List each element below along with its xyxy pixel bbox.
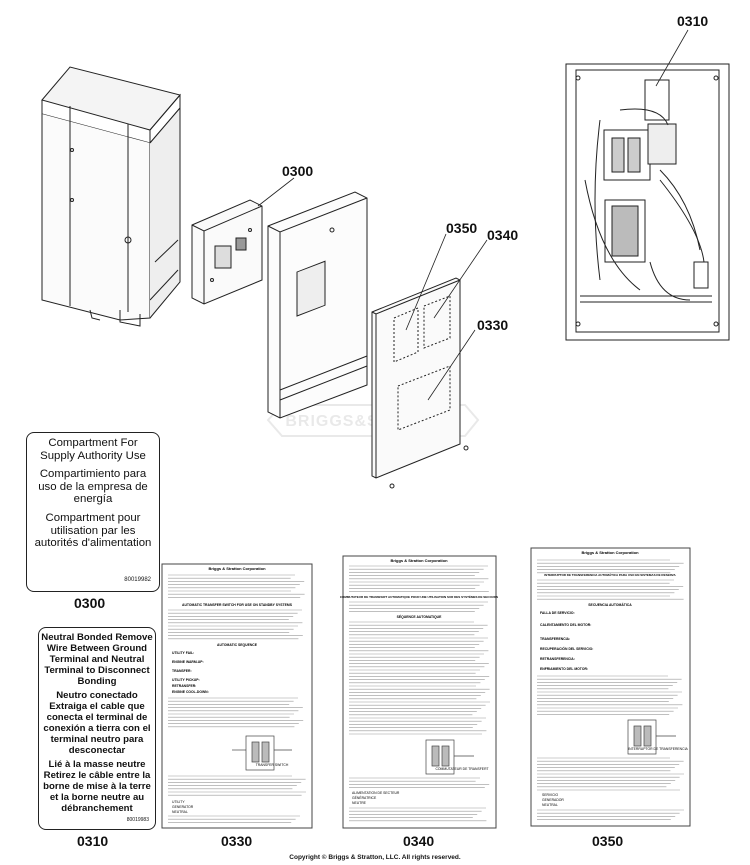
decal-0330-term-5: ENGINE COOL-DOWN: — [172, 690, 209, 694]
label-0300-english: Compartment For Supply Authority Use — [40, 437, 146, 462]
decal-0330-row-0: UTILITY — [172, 800, 185, 804]
decal-0330-sequence: AUTOMATIC SEQUENCE — [217, 643, 258, 647]
decal-0330-term-1: ENGINE WARM-UP: — [172, 660, 204, 664]
decal-0350-sequence: SECUENCIA AUTOMÁTICA — [588, 602, 632, 607]
decal-0330-heading: AUTOMATIC TRANSFER SWITCH FOR USE ON STA… — [182, 603, 293, 607]
decal-0350-company: Briggs & Stratton Corporation — [581, 550, 639, 555]
label-0300-part-number: 80019982 — [124, 577, 151, 584]
decal-0350-heading: INTERRUPTOR DE TRANSFERENCIA AUTOMÁTICA … — [544, 572, 676, 577]
supply-authority-plate — [191, 199, 263, 305]
decal-0350-row-0: SERVICIO — [542, 793, 559, 797]
callout-0300-top: 0300 — [282, 163, 314, 179]
decal-0330-row-2: NEUTRAL — [172, 810, 188, 814]
callout-0350-top: 0350 — [446, 220, 478, 236]
decal-0350-row-2: NEUTRAL — [542, 803, 558, 807]
decal-switch-diagrams — [232, 719, 676, 775]
decal-0350-row-1: GENERADOR — [542, 798, 564, 802]
label-0310-english: Neutral Bonded Remove Wire Between Groun… — [41, 632, 153, 687]
decal-0340-row-0: ALIMENTATION DE SECTEUR — [352, 791, 400, 795]
label-0310-part-number: 80019983 — [126, 817, 149, 823]
decal-0330-term-3: UTILITY PICKUP: — [172, 678, 200, 682]
label-0300-french: Compartment pour utilisation par les aut… — [34, 511, 152, 550]
decal-0350-spanish: Briggs & Stratton Corporation INTERRUPTO… — [530, 547, 691, 827]
callout-0330-top: 0330 — [477, 317, 509, 333]
decal-0330-company: Briggs & Stratton Corporation — [208, 566, 266, 571]
callout-0310-bottom: 0310 — [77, 833, 109, 849]
decal-0350-term-1: CALENTAMIENTO DEL MOTOR: — [540, 623, 591, 627]
callout-0340-bottom: 0340 — [403, 833, 435, 849]
decal-0350-term-3: RECUPERACIÓN DEL SERVICIO: — [540, 646, 593, 651]
label-0310-french: Lié à la masse neutre Retirez le câble e… — [43, 759, 151, 814]
decal-0350-switch-label: INTERRUPTOR DE TRANSFERENCIA — [628, 747, 688, 751]
decal-0350-term-2: TRANSFERENCIA: — [540, 637, 570, 641]
callout-0350-bottom: 0350 — [592, 833, 624, 849]
decal-0340-heading: COMMUTATEUR DE TRANSFERT AUTOMATIQUE POU… — [340, 594, 498, 599]
callout-0300-bottom: 0300 — [74, 595, 106, 611]
decal-0340-sequence: SÉQUENCE AUTOMATIQUE — [397, 614, 443, 619]
decal-0340-switch-label: COMMUTATEUR DE TRANSFERT — [435, 767, 488, 771]
decal-0340-row-2: NEUTRE — [352, 801, 367, 805]
decal-0340-row-1: GÉNÉRATRICE — [352, 795, 377, 800]
label-0300-supply-authority: Compartment For Supply Authority Use Com… — [26, 432, 160, 592]
decal-0330-term-2: TRANSFER: — [172, 669, 192, 673]
copyright-notice: Copyright © Briggs & Stratton, LLC. All … — [289, 854, 461, 861]
enclosure-door — [267, 191, 368, 419]
decal-0330-term-0: UTILITY FAIL: — [172, 651, 194, 655]
transfer-switch-interior — [565, 63, 730, 341]
decal-0330-english: Briggs & Stratton Corporation AUTOMATIC … — [161, 563, 313, 829]
label-0310-spanish: Neutro conectado Extraiga el cable que c… — [43, 690, 151, 756]
callout-0330-bottom: 0330 — [221, 833, 253, 849]
decal-0340-company: Briggs & Stratton Corporation — [390, 558, 448, 563]
decal-0330-row-1: GENERATOR — [172, 805, 194, 809]
decal-0330-term-4: RETRANSFER: — [172, 684, 196, 688]
decal-0340-french: Briggs & Stratton Corporation COMMUTATEU… — [340, 555, 498, 829]
decal-0350-term-4: RETRANSFERENCIA: — [540, 657, 575, 661]
label-0310-neutral-bonded: Neutral Bonded Remove Wire Between Groun… — [38, 627, 156, 830]
decal-0350-term-0: FALLA DE SERVICIO: — [540, 611, 575, 615]
enclosure-housing — [41, 66, 181, 327]
decal-0350-term-5: ENFRIAMIENTO DEL MOTOR: — [540, 667, 588, 671]
callout-0340-top: 0340 — [487, 227, 519, 243]
decal-0330-switch-label: TRANSFER SWITCH — [256, 763, 289, 767]
label-0300-spanish: Compartimiento para uso de la empresa de… — [38, 468, 148, 506]
decal-text-lines — [168, 559, 684, 823]
callout-0310-top: 0310 — [677, 13, 709, 29]
deadfront-panel — [371, 277, 469, 489]
